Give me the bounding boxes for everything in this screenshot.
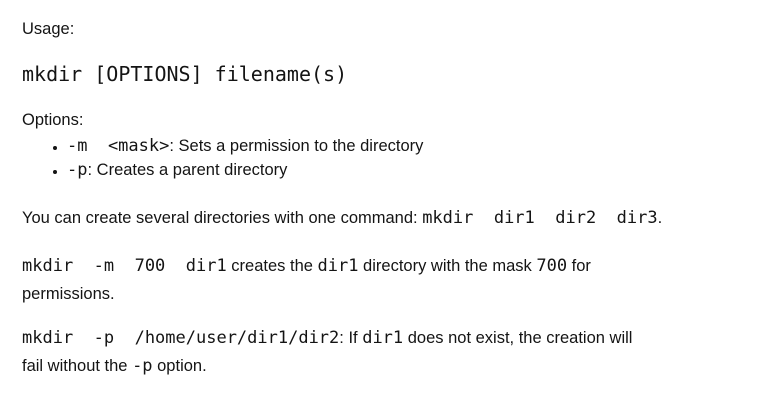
options-list: -m <mask>: Sets a permission to the dire… bbox=[22, 134, 746, 182]
inline-code: -m <mask> bbox=[67, 136, 170, 156]
usage-label: Usage: bbox=[22, 20, 75, 38]
paragraph-multiple-dirs: You can create several directories with … bbox=[22, 204, 746, 232]
text-run: permissions. bbox=[22, 285, 115, 303]
paragraph-line: mkdir -p /home/user/dir1/dir2: If dir1 d… bbox=[22, 324, 746, 352]
text-run: for bbox=[567, 257, 591, 275]
paragraph-parent-example: mkdir -p /home/user/dir1/dir2: If dir1 d… bbox=[22, 324, 746, 380]
text-run: option. bbox=[152, 357, 207, 375]
inline-code: 700 bbox=[536, 256, 568, 276]
text-run: You can create several directories with … bbox=[22, 209, 423, 227]
option-item-parent: -p: Creates a parent directory bbox=[67, 158, 746, 182]
paragraph-mask-example: mkdir -m 700 dir1 creates the dir1 direc… bbox=[22, 252, 746, 308]
paragraph-line: fail without the -p option. bbox=[22, 352, 746, 380]
text-run: : If bbox=[339, 329, 363, 347]
text-run: does not exist, the creation will bbox=[403, 329, 633, 347]
text-run: fail without the bbox=[22, 357, 133, 375]
text-run: : Sets a permission to the directory bbox=[169, 137, 424, 155]
text-run: directory with the mask bbox=[358, 257, 537, 275]
text-run: . bbox=[657, 209, 663, 227]
paragraph-line: permissions. bbox=[22, 280, 746, 308]
inline-code: dir1 bbox=[362, 328, 404, 348]
inline-code: mkdir -p /home/user/dir1/dir2 bbox=[22, 328, 340, 348]
paragraph-line: You can create several directories with … bbox=[22, 204, 746, 232]
inline-code: dir1 bbox=[317, 256, 359, 276]
inline-code: mkdir -m 700 dir1 bbox=[22, 256, 227, 276]
usage-command: mkdir [OPTIONS] filename(s) bbox=[22, 62, 348, 86]
option-item-mask: -m <mask>: Sets a permission to the dire… bbox=[67, 134, 746, 158]
text-run: creates the bbox=[226, 257, 318, 275]
inline-code: -p bbox=[132, 356, 153, 376]
inline-code: -p bbox=[67, 160, 88, 180]
paragraph-line: mkdir -m 700 dir1 creates the dir1 direc… bbox=[22, 252, 746, 280]
text-run: : Creates a parent directory bbox=[87, 161, 288, 179]
options-label: Options: bbox=[22, 111, 84, 129]
inline-code: mkdir dir1 dir2 dir3 bbox=[422, 208, 658, 228]
